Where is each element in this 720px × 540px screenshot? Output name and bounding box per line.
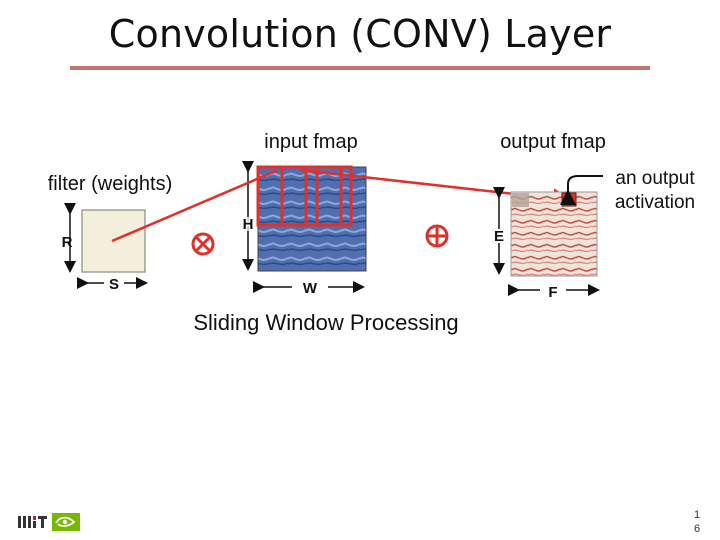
dim-w-label: W: [303, 280, 318, 297]
mit-logo: [18, 514, 48, 530]
dim-e-label: E: [494, 228, 504, 245]
input-fmap-block: [248, 167, 366, 287]
multiply-operator: [193, 234, 213, 254]
output-computed-region: [512, 193, 529, 207]
page-number-digit-2: 6: [690, 522, 704, 536]
caption: Sliding Window Processing: [193, 310, 458, 335]
input-fmap-label: input fmap: [264, 131, 357, 153]
add-operator: [427, 226, 447, 246]
output-activation-label-2: activation: [615, 192, 695, 213]
dim-h-label: H: [243, 216, 254, 233]
page-number: 1 6: [690, 508, 704, 536]
filter-label: filter (weights): [48, 173, 172, 195]
output-fmap-block: [499, 176, 603, 290]
page-number-digit-1: 1: [690, 508, 704, 522]
dim-s-label: S: [109, 276, 119, 293]
output-fmap-label: output fmap: [500, 131, 606, 153]
dim-r-label: R: [62, 234, 73, 251]
filter-block: [70, 210, 145, 283]
activation-callout-arrow: [568, 176, 603, 193]
nvidia-logo: [52, 513, 80, 531]
dim-f-label: F: [548, 284, 557, 301]
output-activation-cell: [562, 193, 576, 206]
output-activation-label-1: an output: [615, 168, 695, 189]
